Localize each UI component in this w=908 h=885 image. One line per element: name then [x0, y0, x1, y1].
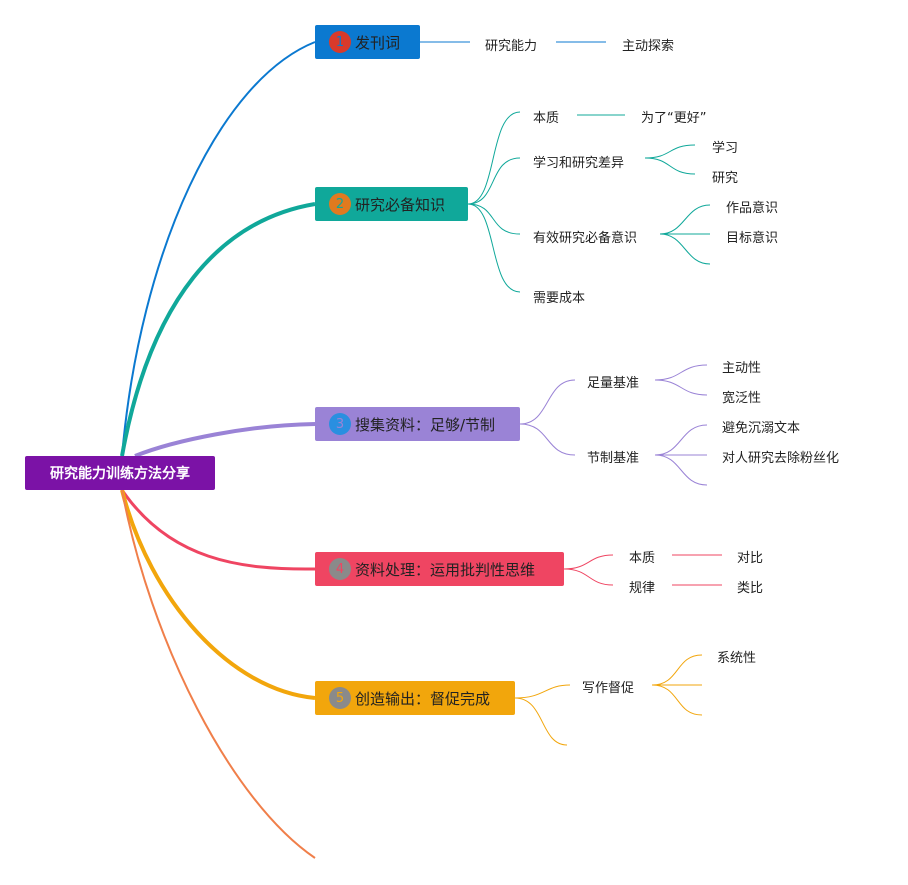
b5-topic-1[interactable]: 写作督促: [582, 681, 635, 696]
b3-topic-1-1[interactable]: 主动性: [722, 361, 762, 376]
b3-link-l2-1: [654, 364, 708, 381]
branch-5-node[interactable]: 5 创造输出：督促完成: [315, 681, 515, 715]
b3-topic-2-1[interactable]: 避免沉溺文本: [722, 421, 801, 436]
b2-link-l2-2: [644, 144, 696, 159]
root-link-5: [120, 489, 316, 700]
b5-topic-1-1[interactable]: 系统性: [717, 651, 757, 666]
b2-topic-2[interactable]: 学习和研究差异: [533, 156, 625, 171]
b4-topic-2-1[interactable]: 类比: [737, 581, 764, 596]
b2-link-l2-3: [644, 157, 696, 175]
number-badge-icon: 4: [329, 558, 351, 580]
b3-link-l1-2: [519, 423, 576, 456]
b4-link-l1-1: [563, 554, 614, 570]
b3-link-l2-3: [654, 424, 708, 456]
b3-topic-2-2[interactable]: 对人研究去除粉丝化: [722, 451, 840, 466]
b2-topic-2-2[interactable]: 研究: [712, 171, 739, 186]
b1-topic-1[interactable]: 研究能力: [485, 39, 538, 54]
b4-topic-2[interactable]: 规律: [629, 581, 656, 596]
b2-topic-2-1[interactable]: 学习: [712, 141, 739, 156]
b3-topic-2[interactable]: 节制基准: [587, 451, 640, 466]
root-link-4: [120, 489, 316, 571]
b3-topic-1-2[interactable]: 宽泛性: [722, 391, 762, 406]
root-link-6: [121, 489, 316, 859]
root-link-3: [134, 422, 316, 458]
b5-link-l2-1: [651, 654, 703, 686]
root-label: 研究能力训练方法分享: [50, 466, 190, 482]
branch-2-label: 研究必备知识: [355, 195, 446, 214]
b2-link-l2-4: [659, 204, 711, 235]
root-node[interactable]: 研究能力训练方法分享: [25, 456, 215, 490]
number-badge-icon: 5: [329, 687, 351, 709]
root-link-1: [121, 41, 316, 457]
b2-topic-4[interactable]: 需要成本: [533, 291, 586, 306]
b2-link-l1-2: [467, 157, 521, 205]
branch-1-node[interactable]: 1 发刊词: [315, 25, 420, 59]
b2-topic-1-1[interactable]: 为了“更好”: [641, 111, 707, 126]
b4-topic-1-1[interactable]: 对比: [737, 551, 764, 566]
b4-topic-1[interactable]: 本质: [629, 551, 656, 566]
b2-topic-3-1[interactable]: 作品意识: [726, 201, 779, 216]
b2-link-l1-3: [467, 203, 521, 235]
number-badge-icon: 2: [329, 193, 351, 215]
number-badge-icon: 1: [329, 31, 351, 53]
b3-link-l2-2: [654, 379, 708, 396]
branch-1-label: 发刊词: [355, 33, 401, 52]
b3-link-l1-1: [519, 379, 576, 425]
branch-4-label: 资料处理：运用批判性思维: [355, 560, 536, 579]
branch-3-node[interactable]: 3 搜集资料：足够/节制: [315, 407, 520, 441]
b5-link-l1-2: [514, 697, 568, 746]
b3-topic-1[interactable]: 足量基准: [587, 376, 640, 391]
b2-link-l1-4: [467, 203, 521, 293]
b5-link-l1-1: [514, 684, 571, 699]
b1-topic-1-1[interactable]: 主动探索: [622, 39, 675, 54]
b2-topic-1[interactable]: 本质: [533, 111, 560, 126]
b2-link-l1-1: [467, 111, 521, 205]
b2-link-l2-6: [659, 233, 711, 265]
b5-link-l2-3: [651, 684, 703, 716]
root-link-2: [120, 202, 316, 457]
b4-link-l1-2: [563, 568, 614, 586]
branch-2-node[interactable]: 2 研究必备知识: [315, 187, 468, 221]
branch-3-label: 搜集资料：足够/节制: [355, 415, 496, 434]
branch-4-node[interactable]: 4 资料处理：运用批判性思维: [315, 552, 564, 586]
b3-link-l2-5: [654, 454, 708, 486]
number-badge-icon: 3: [329, 413, 351, 435]
b2-topic-3[interactable]: 有效研究必备意识: [533, 231, 638, 246]
branch-5-label: 创造输出：督促完成: [355, 689, 491, 708]
b2-topic-3-2[interactable]: 目标意识: [726, 231, 779, 246]
